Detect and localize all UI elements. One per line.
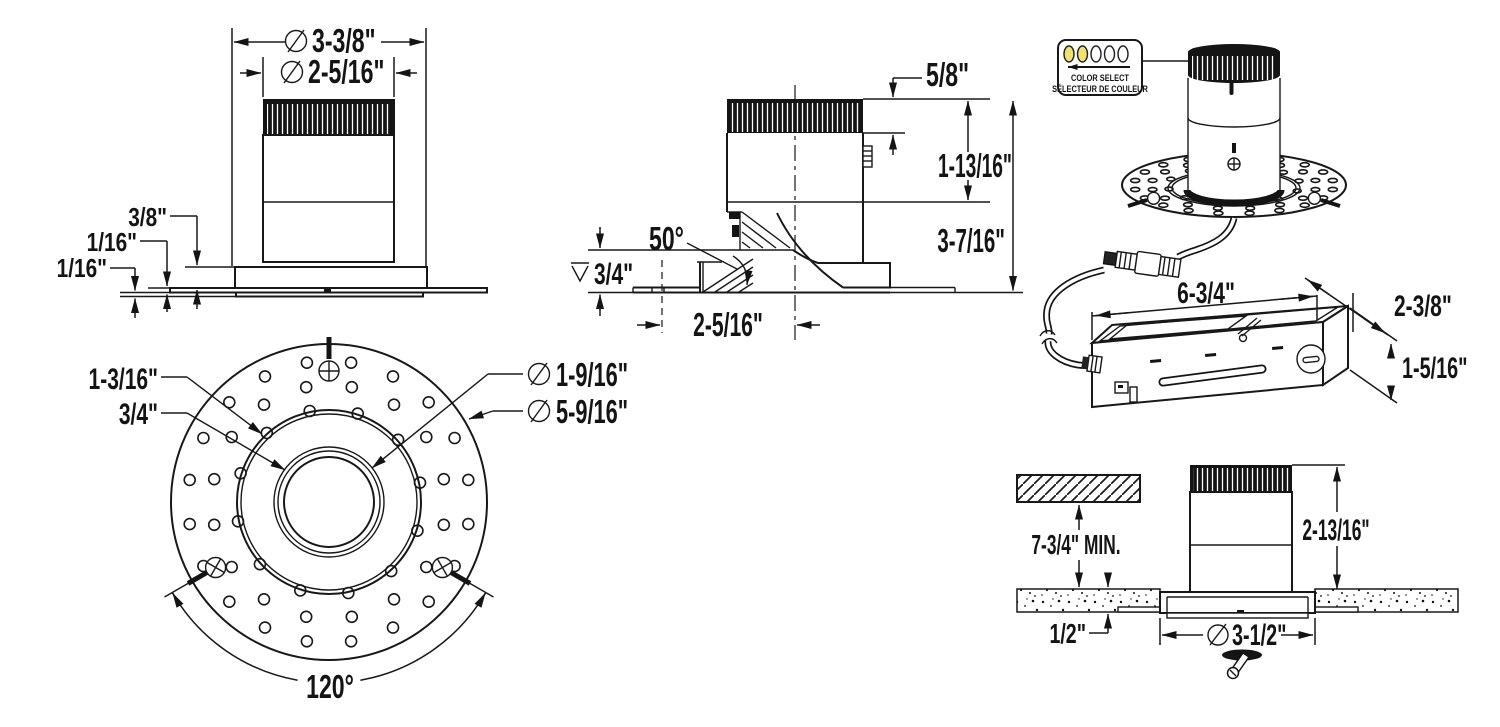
dim-ceiling-thickness: 1/2" [1049,619,1086,650]
diameter-icon [1207,623,1229,646]
section-view: 5/8" 1-13/16" 3-7/16" 50° 3/4" 2-5/16" [571,57,1023,343]
screw-icon [1307,191,1341,208]
screw-icon [431,556,494,598]
dim-cutout-dia: 3-1/2" [1232,619,1287,652]
dim-housing-height: 2-13/16" [1302,514,1369,547]
dim-box-length: 6-3/4" [1177,278,1235,310]
diameter-icon [284,29,308,53]
dim-plan-aperture-dia: 1-9/16" [556,356,628,393]
dim-section-upper-height: 1-13/16" [938,148,1012,185]
color-select-badge: COLOR SELECT SÉLECTEUR DE COULEUR [1052,39,1148,96]
quick-connector [1102,250,1182,278]
dim-box-height: 1-5/16" [1402,352,1468,385]
mounting-holes [183,356,475,648]
dim-box-depth: 2-3/8" [1394,291,1452,323]
dim-front-trim-thickness: 1/16" [57,254,107,283]
dim-section-band-height: 5/8" [926,57,969,94]
screw-icon [1127,191,1161,208]
dim-plan-ring-width: 1-3/16" [89,364,158,396]
diameter-icon [527,399,551,423]
dim-section-recess-depth: 3/4" [594,259,633,291]
dim-front-outer-dia: 3-3/8" [312,23,376,60]
dim-plan-plate-dia: 5-9/16" [556,393,628,430]
connector-cable [1039,216,1238,370]
dim-section-tilt-angle: 50° [649,221,684,258]
joist-block [1016,474,1141,503]
dim-section-total-height: 3-7/16" [937,222,1005,259]
screw-icon [1227,143,1241,171]
depth-icon [571,262,589,283]
diameter-icon [280,60,304,84]
screw-icon [164,556,227,598]
badge-label-en: COLOR SELECT [1071,72,1130,83]
dim-section-center-offset: 2-5/16" [693,306,763,343]
dim-front-plate-thickness: 1/16" [87,228,137,257]
install-view: 2-13/16" 7-3/4" MIN. 1/2" 3-1/2" [1016,464,1459,680]
color-indicator-icons [1063,45,1129,63]
cutout-hole-icon [1222,649,1262,680]
badge-label-fr: SÉLECTEUR DE COULEUR [1052,83,1148,94]
front-view: 3-3/8" 2-5/16" 3/8" 1/16" 1/16" [57,23,488,318]
dim-front-inner-dia: 2-5/16" [308,54,384,91]
dim-plan-inner-offset: 3/4" [119,399,158,431]
junction-box [1081,304,1349,409]
plan-view: 120° 1-3/16" 3/4" 1-9/16" 5-9/16" [89,337,628,706]
dim-plan-screw-angle: 120° [306,669,354,706]
dim-front-flange-height: 3/8" [128,203,167,232]
diameter-icon [527,362,551,386]
dim-min-clearance: 7-3/4" MIN. [1031,529,1120,560]
screw-icon [318,337,340,382]
iso-view: COLOR SELECT SÉLECTEUR DE COULEUR [1039,39,1468,409]
